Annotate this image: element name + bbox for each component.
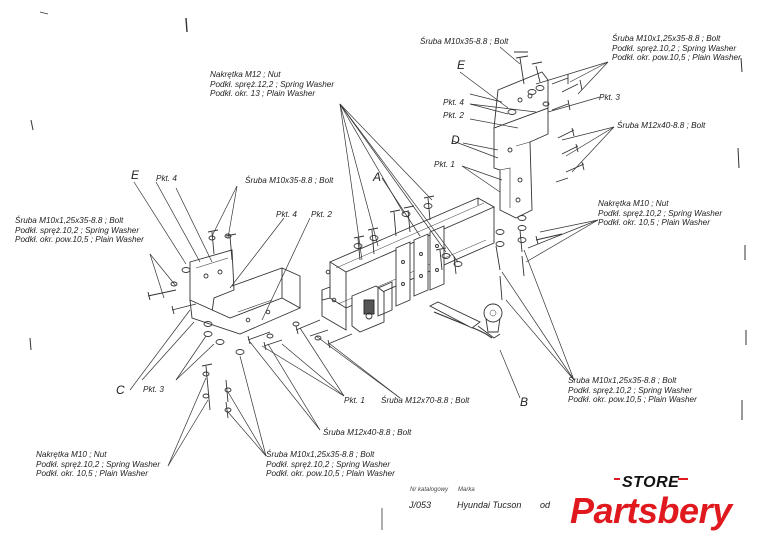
label-line: Śruba M10x1,25x35-8.8 ; Bolt xyxy=(612,34,721,43)
label-line: Podkł. okr. pow.10,5 ; Plain Washer xyxy=(15,235,144,245)
logo-store-text: STORE xyxy=(622,474,680,491)
label-line: Podkł. spręż.10,2 ; Spring Washer xyxy=(36,459,161,469)
socket-plate xyxy=(351,281,393,333)
partsbery-logo: STORE Partsbery xyxy=(560,470,756,550)
label-pkt2-mid: Pkt. 2 xyxy=(311,210,332,219)
label-line: Podkł. okr. pow.10,5 ; Plain Washer xyxy=(266,469,395,479)
scan-mark xyxy=(740,57,743,73)
scan-mark xyxy=(29,337,32,351)
label-pkt4-mid: Pkt. 4 xyxy=(276,210,297,219)
label-pkt3-right: Pkt. 3 xyxy=(599,93,620,102)
label-pkt2-right: Pkt. 2 xyxy=(443,111,464,120)
scan-mark xyxy=(737,147,740,169)
label-line: Podkł. spręż.10,2 ; Spring Washer xyxy=(568,385,693,395)
label-nut-m10-left: Nakrętka M10 ; Nut Podkł. spręż.10,2 ; S… xyxy=(36,450,160,479)
letter-e-left: E xyxy=(131,168,140,182)
washers xyxy=(170,85,550,413)
label-nut-m12-line1: Nakrętka M12 ; Nut xyxy=(210,70,281,79)
brand-caption: Marka xyxy=(458,487,475,493)
scan-mark xyxy=(30,119,34,131)
label-bolt-m12x70: Śruba M12x70-8.8 ; Bolt xyxy=(381,396,470,405)
label-line: Podkł. spręż.10,2 ; Spring Washer xyxy=(612,43,737,53)
label-line: Podkł. spręż.10,2 ; Spring Washer xyxy=(266,459,391,469)
label-line: Podkł. okr. pow.10,5 ; Plain Washer xyxy=(612,53,741,63)
label-nut-m12-line2: Podkł. spręż.12,2 ; Spring Washer xyxy=(210,79,335,89)
letter-a: A xyxy=(373,170,382,184)
vehicle-model: Hyundai Tucson xyxy=(457,500,522,510)
label-bolt-m10x125-bottom-center: Śruba M10x1,25x35-8.8 ; Bolt Podkł. sprę… xyxy=(266,450,395,479)
label-line: Śruba M10x1,25x35-8.8 ; Bolt xyxy=(15,216,124,225)
label-pkt4-left: Pkt. 4 xyxy=(156,174,177,183)
main-cross-beam xyxy=(321,197,496,331)
logo-brand-text: Partsbery xyxy=(570,490,732,531)
label-bolt-m10x125-bottom-right: Śruba M10x1,25x35-8.8 ; Bolt Podkł. sprę… xyxy=(568,376,697,405)
logo-dash xyxy=(678,478,688,480)
scan-mark xyxy=(39,11,49,15)
letter-e-top: E xyxy=(457,58,466,72)
label-bolt-m10x35-left: Śruba M10x35-8.8 ; Bolt xyxy=(245,176,334,185)
label-nut-m12-line3: Podkł. okr. 13 ; Plain Washer xyxy=(210,89,316,99)
label-pkt1-center: Pkt. 1 xyxy=(434,160,455,169)
label-line: Podkł. okr. 10,5 ; Plain Washer xyxy=(598,218,710,228)
bolt-set xyxy=(147,51,585,419)
scan-mark xyxy=(185,17,188,33)
label-bolt-m10x35-top: Śruba M10x35-8.8 ; Bolt xyxy=(420,37,509,46)
label-line: Nakrętka M10 ; Nut xyxy=(36,450,107,459)
letter-c: C xyxy=(116,383,125,397)
from-label: od xyxy=(540,500,551,510)
tow-ball xyxy=(429,301,503,339)
label-pkt3-left: Pkt. 3 xyxy=(143,385,164,394)
label-line: Podkł. spręż.10,2 ; Spring Washer xyxy=(598,208,723,218)
label-bolt-m10x125-left: Śruba M10x1,25x35-8.8 ; Bolt Podkł. sprę… xyxy=(15,216,144,245)
catalog-caption: Nr katalogowy xyxy=(410,487,449,493)
label-line: Nakrętka M10 ; Nut xyxy=(598,199,669,208)
label-pkt4-right: Pkt. 4 xyxy=(443,98,464,107)
logo-dash xyxy=(614,478,620,480)
right-bracket xyxy=(493,71,549,219)
letter-d: D xyxy=(451,133,460,147)
label-nut-m10-right: Nakrętka M10 ; Nut Podkł. spręż.10,2 ; S… xyxy=(598,199,722,228)
label-line: Podkł. spręż.10,2 ; Spring Washer xyxy=(15,225,140,235)
label-bolt-m10x125-top-right: Śruba M10x1,25x35-8.8 ; Bolt Podkł. sprę… xyxy=(612,34,741,63)
label-pkt1-bottom: Pkt. 1 xyxy=(344,396,365,405)
label-bolt-m12x40-right: Śruba M12x40-8.8 ; Bolt xyxy=(617,121,706,130)
leader-lines xyxy=(129,46,615,467)
label-nut-m12: Nakrętka M12 ; Nut Podkł. spręż.12,2 ; S… xyxy=(210,70,334,99)
left-bracket xyxy=(189,249,302,335)
letter-b: B xyxy=(520,395,529,409)
catalog-number: J/053 xyxy=(409,500,432,510)
label-line: Śruba M10x1,25x35-8.8 ; Bolt xyxy=(568,376,677,385)
label-bolt-m12x40-bottom: Śruba M12x40-8.8 ; Bolt xyxy=(323,428,412,437)
label-line: Podkł. okr. 10,5 ; Plain Washer xyxy=(36,469,148,479)
label-line: Podkł. okr. pow.10,5 ; Plain Washer xyxy=(568,395,697,405)
label-line: Śruba M10x1,25x35-8.8 ; Bolt xyxy=(266,450,375,459)
beam-side-plate xyxy=(395,225,445,307)
